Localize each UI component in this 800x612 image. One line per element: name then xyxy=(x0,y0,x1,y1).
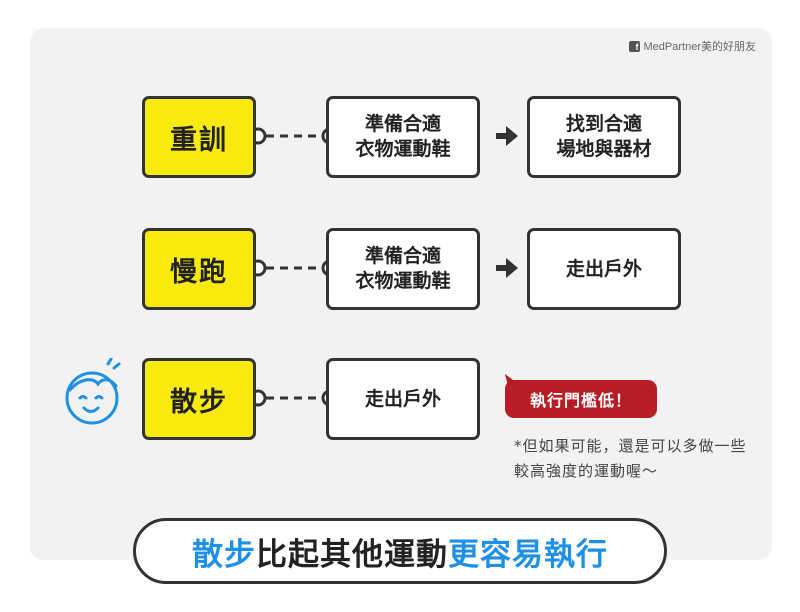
activity-label: 重訓 xyxy=(170,124,228,156)
bubble-text: 執行門檻低！ xyxy=(529,391,632,410)
step-box-go-outdoors: 走出戶外 xyxy=(527,228,681,310)
banner-highlight-walking: 散步 xyxy=(192,536,256,573)
arrow-right-icon xyxy=(506,126,518,146)
activity-label: 散步 xyxy=(170,386,228,418)
banner-middle-text: 比起其他運動 xyxy=(256,536,448,573)
facebook-icon: f xyxy=(628,40,640,52)
watermark-text: MedPartner美的好朋友 xyxy=(643,41,756,53)
smiling-face-icon xyxy=(65,358,121,425)
step-box-prepare-clothing: 準備合適 衣物運動鞋 xyxy=(326,228,480,310)
step-label: 走出戶外 xyxy=(565,257,642,280)
activity-box-weight-training: 重訓 xyxy=(142,96,256,178)
arrow-shaft-row2 xyxy=(496,265,508,271)
step-label: 找到合適 場地與器材 xyxy=(556,113,652,160)
step-box-prepare-clothing: 準備合適 衣物運動鞋 xyxy=(326,96,480,178)
summary-banner: 散步比起其他運動更容易執行 xyxy=(133,518,667,584)
step-label: 準備合適 衣物運動鞋 xyxy=(355,113,451,160)
banner-highlight-easier: 更容易執行 xyxy=(448,536,608,573)
activity-box-walking: 散步 xyxy=(142,358,256,440)
watermark: f MedPartner美的好朋友 xyxy=(628,38,756,54)
step-box-find-venue: 找到合適 場地與器材 xyxy=(527,96,681,178)
low-barrier-bubble: 執行門檻低！ xyxy=(505,380,657,418)
arrow-right-icon xyxy=(506,258,518,278)
arrow-shaft-row1 xyxy=(496,133,508,139)
activity-label: 慢跑 xyxy=(170,256,228,288)
step-label: 走出戶外 xyxy=(364,387,441,410)
activity-box-jogging: 慢跑 xyxy=(142,228,256,310)
footnote: *但如果可能，還是可以多做一些較高強度的運動喔～ xyxy=(514,437,747,480)
step-label: 準備合適 衣物運動鞋 xyxy=(355,245,451,292)
step-box-go-outdoors: 走出戶外 xyxy=(326,358,480,440)
